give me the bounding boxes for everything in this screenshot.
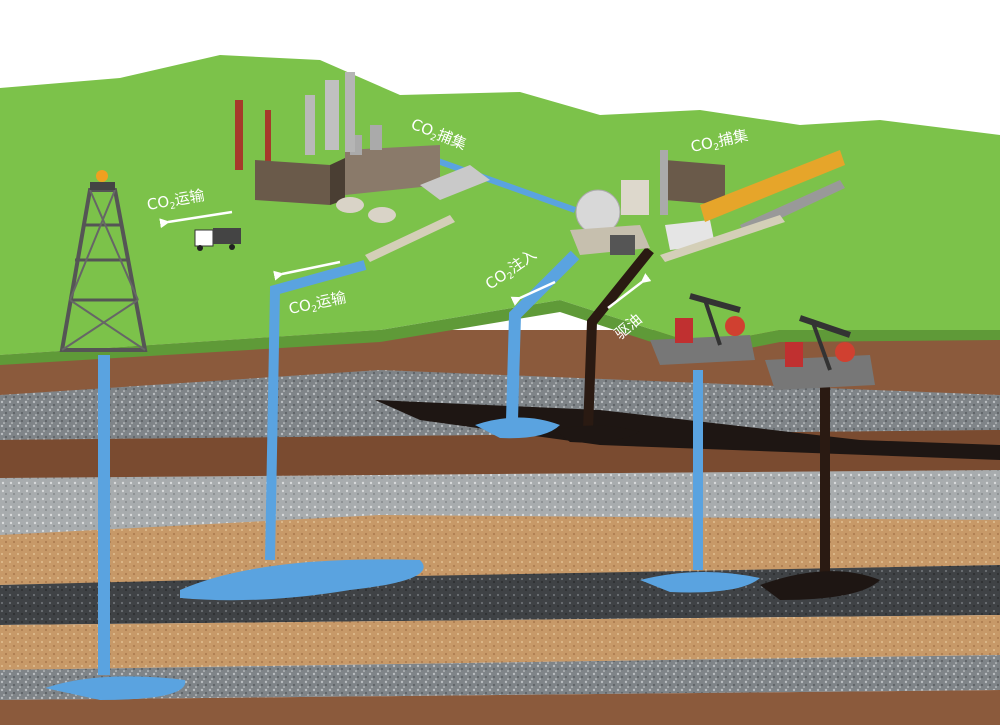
gravel-layer-upper (0, 370, 1000, 440)
gravel-layer-lower (0, 655, 1000, 700)
co2-reservoir-bottom (45, 676, 186, 700)
co2-pipe-surface-left (433, 157, 577, 213)
co2-reservoir-left (180, 559, 424, 601)
base-soil-layer (0, 690, 1000, 725)
capture-plant (570, 150, 845, 262)
pump-jack-left (650, 293, 755, 365)
co2-pipe-to-transport (265, 260, 367, 561)
oil-well-shaft (820, 385, 830, 575)
arrow-oil-drive (607, 273, 652, 309)
flow-arrows (159, 210, 652, 309)
oil-reservoir-right (760, 571, 880, 600)
sand-layer-lower (0, 615, 1000, 670)
drilling-derrick (59, 170, 148, 352)
arrow-transport-mid (273, 260, 341, 281)
co2-flows (45, 157, 760, 700)
oil-reservoir-mid (555, 425, 640, 443)
sand-layer-upper (0, 515, 1000, 585)
co2-well-pump-shaft (693, 370, 703, 570)
geology-layers (0, 330, 1000, 725)
pump-jack-right (765, 315, 875, 390)
power-plant (235, 72, 490, 262)
co2-reservoir-injection (475, 417, 560, 439)
label-co2-transport-top: CO2运输 (146, 186, 207, 216)
label-co2-capture-right: CO2捕集 (689, 126, 750, 158)
co2-injection-pipe (506, 250, 580, 421)
flare-icon (96, 170, 108, 182)
oil-flows (555, 246, 880, 600)
oil-reservoir-upper (375, 400, 1000, 460)
arrow-injection (510, 280, 556, 306)
grass-edge-shadow (0, 300, 1000, 365)
co2-well-derrick-shaft (98, 355, 110, 675)
oil-pipe (583, 246, 654, 431)
arrow-transport-top (159, 210, 233, 229)
label-co2-transport-mid: CO2运输 (287, 288, 348, 320)
truck-icon (194, 228, 241, 251)
co2-reservoir-right (640, 571, 760, 593)
grass-surface (0, 55, 1000, 355)
